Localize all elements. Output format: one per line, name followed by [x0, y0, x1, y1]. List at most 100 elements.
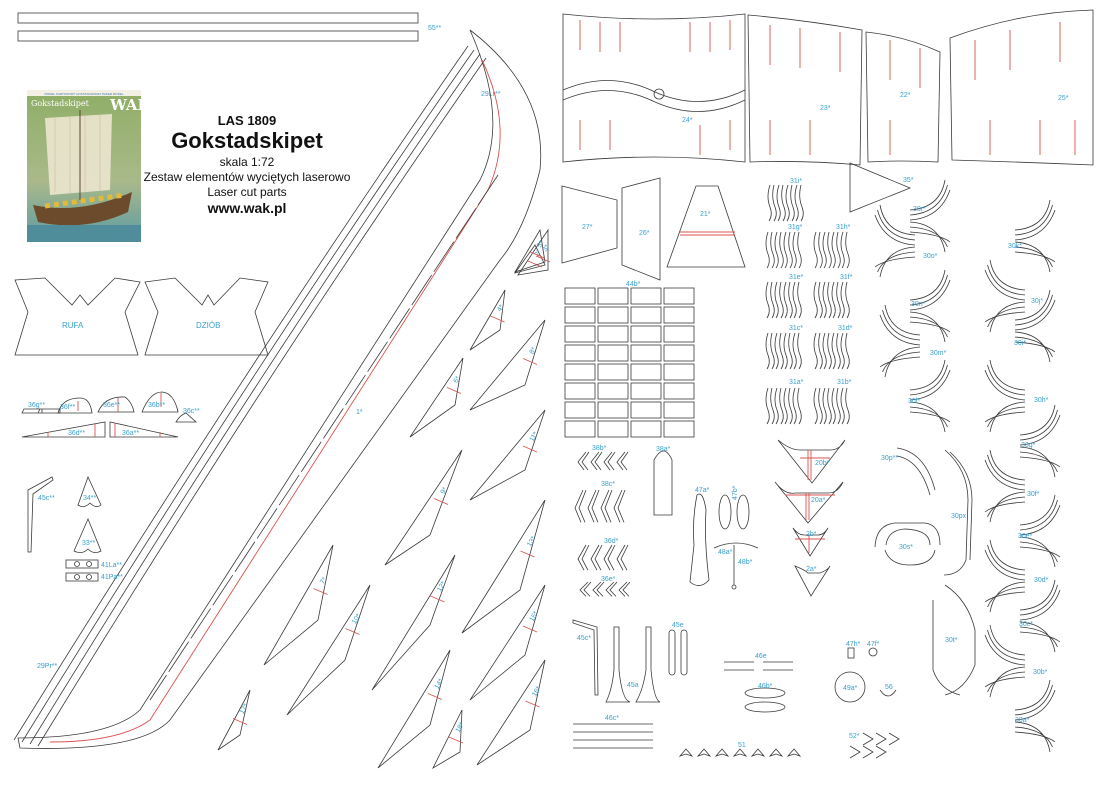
parts-30-frames [874, 179, 1061, 753]
parts-38-36 [574, 451, 631, 597]
label-30b: 30b* [1033, 669, 1048, 676]
fold-line [520, 550, 535, 558]
triangle-part [469, 319, 546, 411]
label-31c: 31c* [789, 325, 803, 332]
label-34: 34** [83, 495, 97, 502]
small-part [605, 581, 618, 597]
label-2: 2* [534, 249, 544, 258]
fold-line [448, 736, 464, 744]
label-36d-right: 36d* [604, 538, 619, 545]
label-7: 7* [319, 576, 329, 585]
rib [822, 231, 832, 269]
label-6: 6* [453, 375, 463, 384]
label-11: 11* [529, 431, 540, 443]
grid-cell [630, 306, 662, 324]
label-46c: 46c* [605, 715, 619, 722]
label-31h: 31h* [836, 224, 851, 231]
fold-line [430, 595, 445, 603]
rib [822, 281, 832, 319]
rib [831, 387, 841, 425]
label-3: 3* [542, 244, 552, 253]
label-49a: 49a* [843, 685, 858, 692]
rib [767, 184, 777, 222]
small-part [603, 451, 616, 471]
label-36g: 36g** [28, 402, 45, 409]
grid-cell [663, 325, 695, 343]
part-26 [621, 177, 661, 281]
fold-line [433, 498, 449, 505]
rib [774, 231, 784, 269]
part-51 [732, 748, 748, 757]
label-36e: 36e** [103, 402, 120, 409]
label-41Pa: 41Pa** [101, 574, 123, 581]
triangle-part [409, 357, 464, 438]
kit-code: LAS 1809 [218, 113, 277, 128]
rib [840, 332, 850, 370]
label-31e: 31e* [789, 274, 804, 281]
fold-line [490, 315, 505, 323]
label-2b: 2b* [806, 531, 817, 538]
triangle-part [217, 689, 251, 751]
frame-30 [984, 359, 1026, 433]
small-part [577, 451, 590, 471]
label-23: 23* [820, 105, 831, 112]
parts-47-48 [689, 493, 759, 590]
label-18: 18* [455, 721, 466, 734]
part-27 [561, 185, 618, 264]
kit-scale: skala 1:72 [220, 155, 275, 169]
grid-cell [597, 344, 629, 362]
label-45e: 45e [672, 622, 684, 629]
rib [813, 332, 823, 370]
rib [774, 281, 784, 319]
label-30m: 30m* [930, 350, 947, 357]
label-31g: 31g* [788, 224, 803, 231]
label-46e: 46e [755, 653, 767, 660]
label-45a: 45a [627, 682, 639, 689]
label-24: 24* [682, 117, 693, 124]
label-30n: 30n* [911, 301, 926, 308]
parts-20-2 [774, 439, 846, 597]
frame-30 [1019, 404, 1061, 478]
part-44b-grid [564, 287, 695, 438]
triangle-part [371, 554, 456, 691]
grid-cell [663, 344, 695, 362]
label-13: 13* [526, 535, 537, 548]
label-45c-left: 45c** [38, 495, 55, 502]
rib [765, 332, 775, 370]
label-30k: 30k* [1008, 243, 1022, 250]
label-55: 55** [428, 25, 442, 32]
grid-cell [630, 382, 662, 400]
fold-line [525, 700, 540, 708]
grid-cell [597, 420, 629, 438]
frame-30 [879, 304, 921, 378]
part-21 [666, 185, 746, 268]
label-46b: 46b* [758, 683, 773, 690]
label-30g: 30g* [1021, 442, 1036, 449]
part-41 [65, 559, 99, 582]
grid-cell [663, 287, 695, 305]
label-36a: 36a** [122, 430, 139, 437]
grid-cell [597, 363, 629, 381]
kit-subtitle-en: Laser cut parts [207, 185, 286, 199]
small-part [603, 544, 616, 571]
frame-30 [1019, 579, 1061, 653]
part-51 [714, 748, 730, 757]
part-dziob [144, 277, 269, 356]
grid-cell [663, 363, 695, 381]
label-30a: 30a* [1015, 717, 1030, 724]
label-22: 22* [900, 92, 911, 99]
part-51 [678, 748, 694, 757]
rib [794, 184, 804, 222]
frame-30 [984, 449, 1026, 523]
label-36d: 36d** [68, 430, 85, 437]
part-38a [653, 450, 673, 516]
part-34 [77, 475, 102, 507]
triangle-part [432, 709, 463, 770]
rib [765, 387, 775, 425]
small-part [587, 489, 600, 523]
small-part [618, 581, 631, 597]
label-8: 8* [529, 346, 539, 355]
label-31f: 31f* [840, 274, 853, 281]
label-41La: 41La** [101, 562, 122, 569]
label-44b: 44b* [626, 281, 641, 288]
